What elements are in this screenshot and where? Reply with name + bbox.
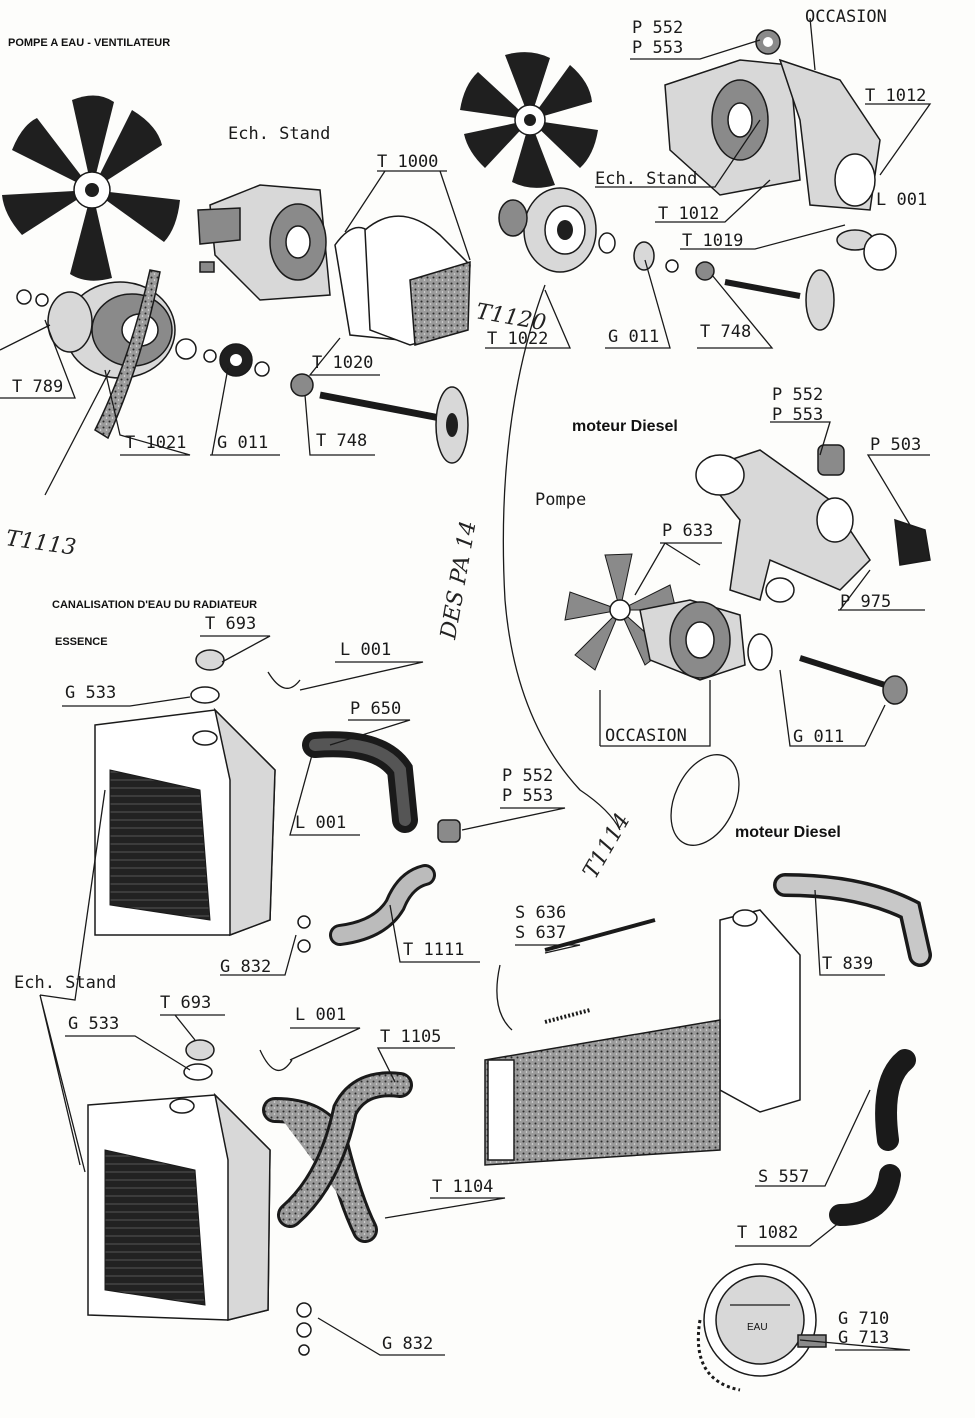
- label-ech-stand-3: Ech. Stand: [14, 973, 116, 993]
- radiator-standard-illustration: [87, 1039, 271, 1321]
- code-g832-a: G 832: [220, 957, 271, 977]
- water-temperature-gauge: EAU: [696, 1263, 827, 1392]
- code-p552-a: P 552: [632, 18, 683, 38]
- code-t1021: T 1021: [125, 433, 186, 453]
- code-p552-c: P 552: [502, 766, 553, 786]
- code-t1019: T 1019: [682, 231, 743, 251]
- fan-six-blade-illustration: [2, 95, 180, 281]
- clamp-l001-b: [267, 671, 301, 689]
- code-t1000: T 1000: [377, 152, 438, 172]
- pulley-left-illustration: [47, 269, 176, 440]
- code-g832-b: G 832: [382, 1334, 433, 1354]
- label-pompe: Pompe: [535, 490, 586, 510]
- code-g533-a: G 533: [65, 683, 116, 703]
- gauge-label-eau: EAU: [747, 1322, 768, 1333]
- code-p975: P 975: [840, 592, 891, 612]
- code-t1104: T 1104: [432, 1177, 493, 1197]
- code-s637: S 637: [515, 923, 566, 943]
- code-p553-b: P 553: [772, 405, 823, 425]
- heading-diesel-engine-bottom: moteur Diesel: [735, 824, 841, 841]
- code-t1012-a: T 1012: [865, 86, 926, 106]
- water-pump-housing-left: [197, 184, 331, 301]
- code-t1105: T 1105: [380, 1027, 441, 1047]
- water-pump-housing-top-right: [664, 29, 897, 271]
- handwritten-t1113: T1113: [4, 526, 77, 561]
- cap-p552-c: [437, 819, 461, 843]
- code-l001-c: L 001: [295, 813, 346, 833]
- code-t1022: T 1022: [487, 329, 548, 349]
- handwritten-t1114: T1114: [579, 809, 636, 883]
- code-l001-a: L 001: [876, 190, 927, 210]
- code-occasion-box: OCCASION: [605, 726, 687, 746]
- label-ech-stand-1: Ech. Stand: [228, 124, 330, 144]
- handwritten-vertical-note: DES PA 14: [436, 519, 482, 642]
- small-parts-left: [16, 289, 314, 397]
- leader-lines: [0, 17, 932, 1356]
- code-p633: P 633: [662, 521, 713, 541]
- code-g011-c: G 011: [793, 727, 844, 747]
- heading-pump-fan: POMPE A EAU - VENTILATEUR: [8, 37, 170, 49]
- heading-essence: ESSENCE: [55, 636, 108, 648]
- washers-g832-b: [296, 1302, 312, 1356]
- radiator-diesel-illustration: [484, 909, 801, 1166]
- code-t839: T 839: [822, 954, 873, 974]
- diesel-pump-housing: [695, 444, 931, 603]
- code-p553-a: P 553: [632, 38, 683, 58]
- cover-plate-left: [364, 215, 471, 346]
- code-g710: G 710: [838, 1309, 889, 1329]
- code-g533-b: G 533: [68, 1014, 119, 1034]
- code-p503: P 503: [870, 435, 921, 455]
- code-p650: P 650: [350, 699, 401, 719]
- code-l001-d: L 001: [295, 1005, 346, 1025]
- label-ech-stand-2: Ech. Stand: [595, 169, 697, 189]
- code-g011-a: G 011: [608, 327, 659, 347]
- code-p552-b: P 552: [772, 385, 823, 405]
- code-l001-b: L 001: [340, 640, 391, 660]
- hose-t1111-illustration: [329, 864, 436, 946]
- pulley-center-illustration: [498, 187, 835, 331]
- code-t748-b: T 748: [316, 431, 367, 451]
- radiator-essence-illustration: [94, 649, 276, 937]
- code-t789: T 789: [12, 377, 63, 397]
- code-s636: S 636: [515, 903, 566, 923]
- hose-t1082-illustration: [829, 1164, 901, 1226]
- code-t693-a: T 693: [205, 614, 256, 634]
- part-code-labels: P 552 P 553 T 1012 T 1012 L 001 T 1000 T…: [12, 18, 927, 1354]
- code-t748-a: T 748: [700, 322, 751, 342]
- code-p553-c: P 553: [502, 786, 553, 806]
- code-t1082: T 1082: [737, 1223, 798, 1243]
- heading-diesel-engine-top: moteur Diesel: [572, 418, 678, 435]
- code-t1020: T 1020: [312, 353, 373, 373]
- hose-s557-illustration: [875, 1049, 916, 1151]
- code-t1111: T 1111: [403, 940, 464, 960]
- handwritten-circle: [670, 754, 740, 846]
- washers-g832-a: [297, 915, 311, 953]
- hose-p650-illustration: [302, 731, 418, 833]
- label-occasion-top: OCCASION: [805, 7, 887, 27]
- hose-t1105-illustration: [262, 1071, 413, 1243]
- code-s557: S 557: [758, 1167, 809, 1187]
- fan-seven-blade-illustration: [460, 52, 598, 188]
- hose-t839-illustration: [773, 873, 932, 967]
- code-g713: G 713: [838, 1328, 889, 1348]
- code-t1012-b: T 1012: [658, 204, 719, 224]
- clamp-l001-d: [259, 1049, 293, 1071]
- code-g011-b: G 011: [217, 433, 268, 453]
- handwritten-connector-curve: [502, 284, 621, 831]
- handwritten-arrow-t1113: [44, 369, 111, 496]
- heading-radiator-pipes: CANALISATION D'EAU DU RADIATEUR: [52, 599, 257, 611]
- diesel-fan-pulley: [564, 553, 908, 705]
- shaft-left-illustration: [319, 386, 469, 464]
- code-t693-b: T 693: [160, 993, 211, 1013]
